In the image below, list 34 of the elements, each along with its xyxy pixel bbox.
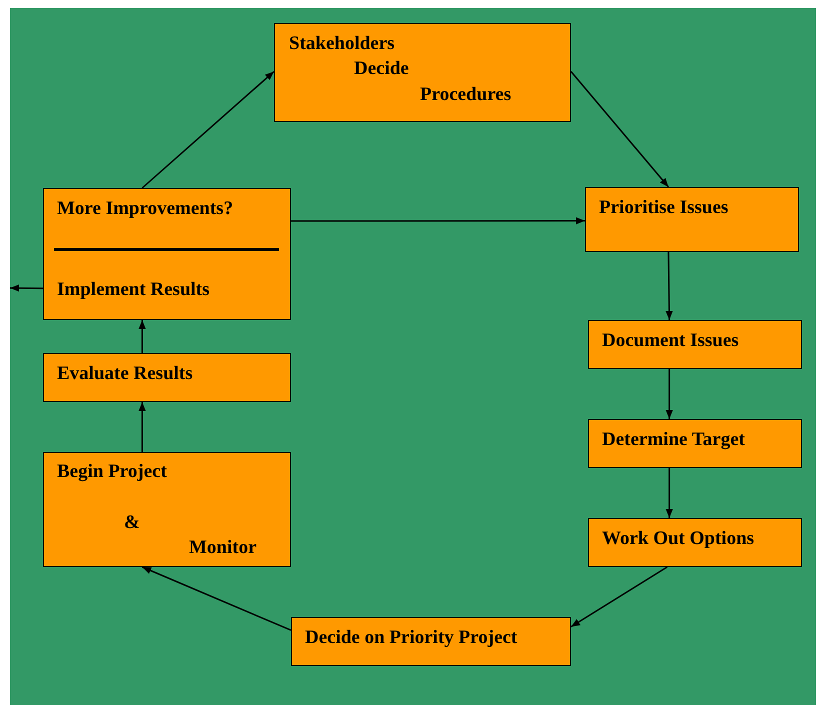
- box-label: Document Issues: [602, 329, 739, 353]
- process-box: [43, 353, 291, 402]
- arrow: [570, 566, 668, 628]
- arrow: [10, 284, 43, 292]
- arrow: [138, 402, 146, 452]
- box-label: Determine Target: [602, 428, 745, 452]
- arrow: [142, 566, 292, 631]
- process-box: [588, 419, 802, 468]
- process-box: [291, 617, 571, 666]
- process-box: [274, 23, 571, 122]
- process-box: [585, 187, 799, 252]
- box-label: Monitor: [189, 536, 257, 560]
- box-label: Implement Results: [57, 278, 210, 302]
- arrow: [570, 71, 670, 188]
- process-box: [588, 518, 802, 567]
- arrow: [291, 217, 585, 224]
- box-label: Evaluate Results: [57, 362, 193, 386]
- arrow: [666, 369, 673, 419]
- box-label: Begin Project: [57, 460, 167, 484]
- box-label: Decide on Priority Project: [305, 626, 518, 650]
- arrow: [138, 320, 146, 353]
- process-box: [43, 452, 291, 567]
- arrow: [142, 70, 274, 189]
- arrow: [666, 252, 673, 320]
- arrow: [666, 468, 673, 518]
- box-label: Prioritise Issues: [599, 196, 728, 220]
- box-label: More Improvements?: [57, 197, 234, 221]
- box-label: &: [124, 511, 140, 535]
- process-box: [588, 320, 802, 369]
- box-label: Decide: [354, 57, 409, 81]
- box-label: Stakeholders: [289, 32, 395, 56]
- box-label: Procedures: [420, 83, 512, 107]
- box-label: Work Out Options: [602, 527, 754, 551]
- process-box: [43, 188, 291, 320]
